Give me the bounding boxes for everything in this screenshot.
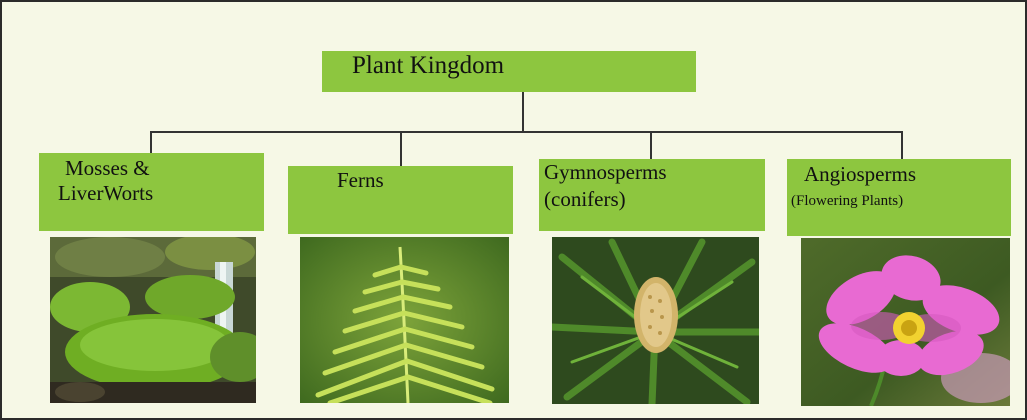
connector-angiosperms bbox=[901, 131, 903, 159]
category-title-line1: Gymnosperms bbox=[544, 160, 667, 184]
pink-flower-image bbox=[801, 238, 1010, 406]
category-title-line1: Mosses & bbox=[65, 156, 150, 180]
category-title-line1: Ferns bbox=[337, 168, 384, 192]
connector-horizontal bbox=[150, 131, 902, 133]
category-box-gymnosperms: Gymnosperms (conifers) bbox=[539, 159, 765, 231]
root-connector-vertical bbox=[522, 92, 524, 132]
category-title-line1: Angiosperms bbox=[804, 162, 916, 186]
category-title-line2: LiverWorts bbox=[58, 181, 153, 205]
connector-gymnosperms bbox=[650, 131, 652, 159]
category-subtitle: (Flowering Plants) bbox=[791, 193, 903, 210]
category-title-line2: (conifers) bbox=[544, 187, 626, 211]
category-box-ferns: Ferns bbox=[288, 166, 513, 234]
mossy-rocks-image bbox=[50, 237, 256, 403]
connector-mosses bbox=[150, 131, 152, 153]
connector-ferns bbox=[400, 131, 402, 166]
root-node-label: Plant Kingdom bbox=[352, 52, 504, 80]
cycad-cone-image bbox=[552, 237, 759, 404]
root-node-box: Plant Kingdom bbox=[322, 51, 696, 92]
fern-frond-image bbox=[300, 237, 509, 403]
category-box-angiosperms: Angiosperms (Flowering Plants) bbox=[787, 159, 1011, 236]
category-box-mosses: Mosses & LiverWorts bbox=[39, 153, 264, 231]
